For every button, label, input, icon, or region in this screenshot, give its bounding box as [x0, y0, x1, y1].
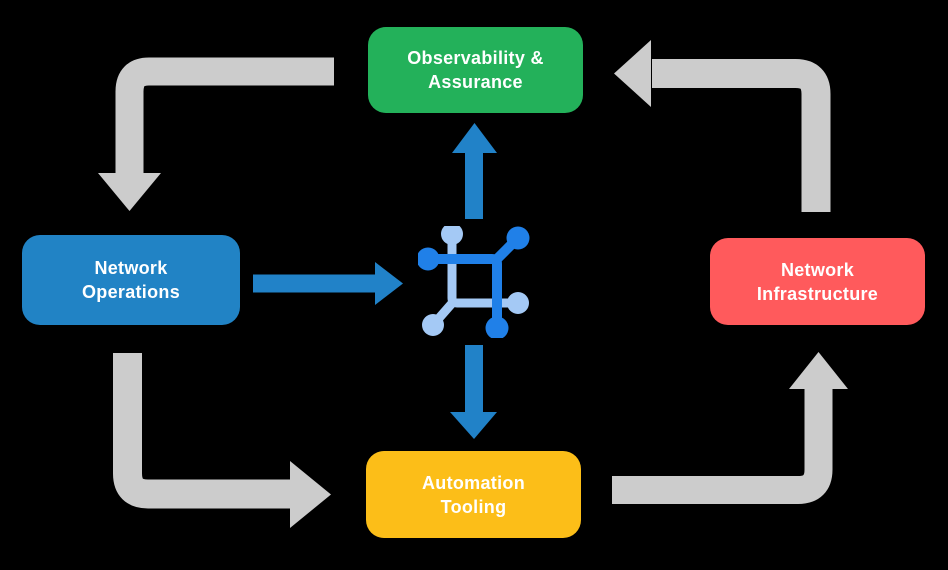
node-label-line: Network	[780, 259, 855, 280]
node-label-line: Network	[94, 258, 168, 278]
arrow-center-to-observability	[452, 123, 497, 219]
arrow-observability-to-operations	[98, 57, 334, 211]
arrow-center-to-tooling	[450, 345, 497, 439]
arrow-operations-to-center	[253, 262, 403, 305]
node-network-operations: Network Operations	[22, 235, 240, 325]
node-label-line: Tooling	[440, 496, 507, 517]
arrow-operations-to-tooling	[113, 353, 331, 528]
network-chip-icon	[418, 226, 530, 338]
node-network-infrastructure: Network Infrastructure	[710, 238, 925, 325]
node-automation-tooling: Automation Tooling	[366, 451, 581, 538]
node-label-line: Assurance	[428, 72, 523, 92]
arrow-infrastructure-to-observability	[614, 40, 831, 212]
node-label-line: Observability &	[407, 48, 544, 68]
node-observability-assurance: Observability & Assurance	[368, 27, 583, 113]
network-chip-icon-dark-part	[418, 226, 530, 338]
node-label-line: Automation	[422, 472, 525, 493]
network-chip-icon-light-part	[422, 226, 529, 336]
arrow-tooling-to-infrastructure	[612, 352, 848, 504]
node-label-line: Operations	[81, 282, 181, 302]
node-label-line: Infrastructure	[756, 283, 879, 304]
